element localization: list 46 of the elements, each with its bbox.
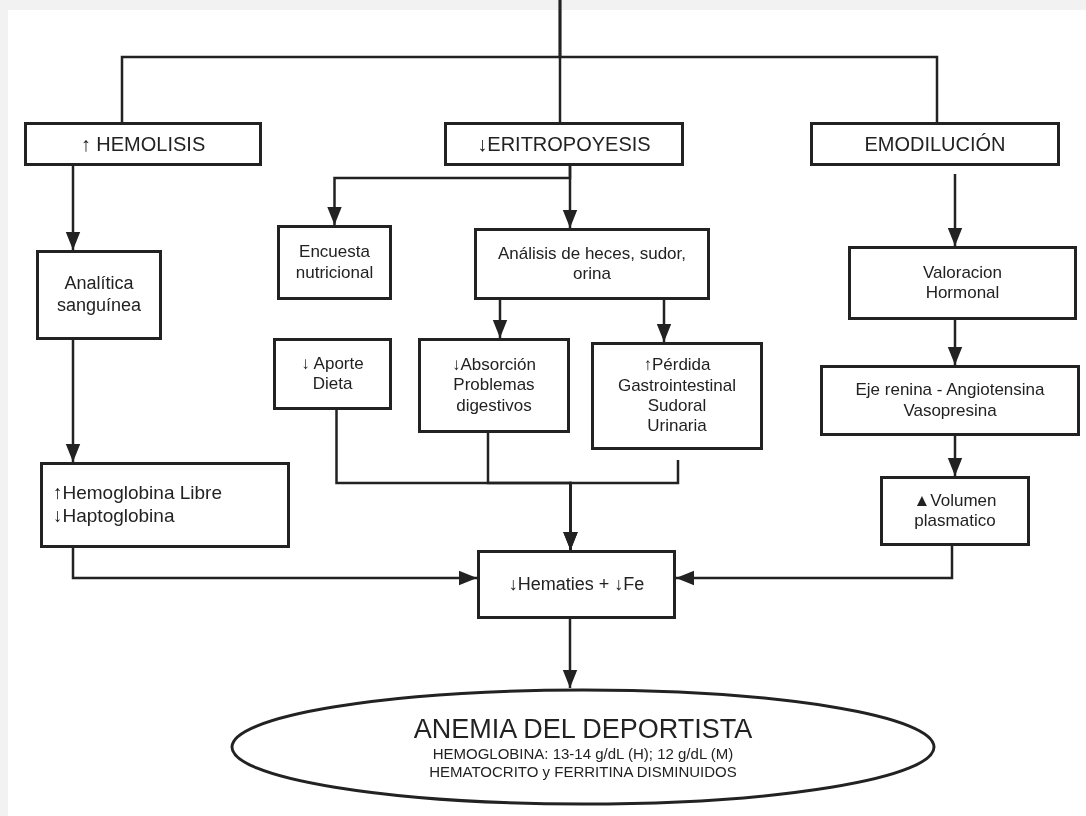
process-box (810, 122, 1060, 166)
box-label: ↓Absorción Problemas digestivos (450, 354, 538, 417)
process-box (24, 122, 262, 166)
arrow (676, 546, 954, 586)
box-label: ↓Hematies + ↓Fe (508, 573, 645, 596)
box-label: Análisis de heces, sudor, orina (496, 243, 688, 285)
arrow (947, 436, 963, 476)
box-label: ▲Volumen plasmatico (912, 490, 998, 532)
process-box (477, 550, 676, 619)
box-label: ↓ Aporte Dieta (300, 353, 365, 395)
result-title: ANEMIA DEL DEPORTISTA (413, 712, 753, 746)
process-box (820, 365, 1080, 436)
box-label: ↓ERITROPOYESIS (477, 132, 651, 156)
box-label: Encuesta nutricional (294, 242, 375, 283)
process-box (277, 225, 392, 300)
connector-line (558, 0, 939, 122)
process-box (418, 338, 570, 433)
arrow (562, 166, 578, 228)
arrow (65, 166, 81, 250)
process-box (444, 122, 684, 166)
box-label: ↓Haptoglobina (53, 505, 175, 528)
process-box (474, 228, 710, 300)
process-box (40, 462, 290, 548)
box-label: EMODILUCIÓN (864, 132, 1006, 156)
process-box (36, 250, 162, 340)
box-label: Analítica sanguínea (55, 273, 143, 317)
arrow (65, 340, 81, 462)
arrow (71, 548, 477, 586)
process-box (273, 338, 392, 410)
box-label: ↑ HEMOLISIS (80, 132, 206, 156)
arrow (656, 300, 672, 342)
arrow (562, 619, 578, 688)
box-label: Valoracion Hormonal (921, 262, 1004, 304)
result-note: HEMOGLOBINA: 13-14 g/dL (H); 12 g/dL (M) (432, 745, 734, 764)
process-box (591, 342, 763, 450)
arrow (947, 320, 963, 365)
process-box (880, 476, 1030, 546)
result-ellipse (230, 688, 936, 806)
box-label: ↑Pérdida Gastrointestinal Sudoral Urinaria (616, 355, 738, 437)
box-label: ↑Hemoglobina Libre (53, 482, 222, 505)
arrow (563, 460, 680, 550)
arrow (947, 174, 963, 246)
result-note: HEMATOCRITO y FERRITINA DISMINUIDOS (429, 763, 737, 782)
process-box (848, 246, 1077, 320)
box-label: Eje renina - Angiotensina Vasopresina (854, 380, 1046, 421)
arrow (492, 300, 508, 338)
